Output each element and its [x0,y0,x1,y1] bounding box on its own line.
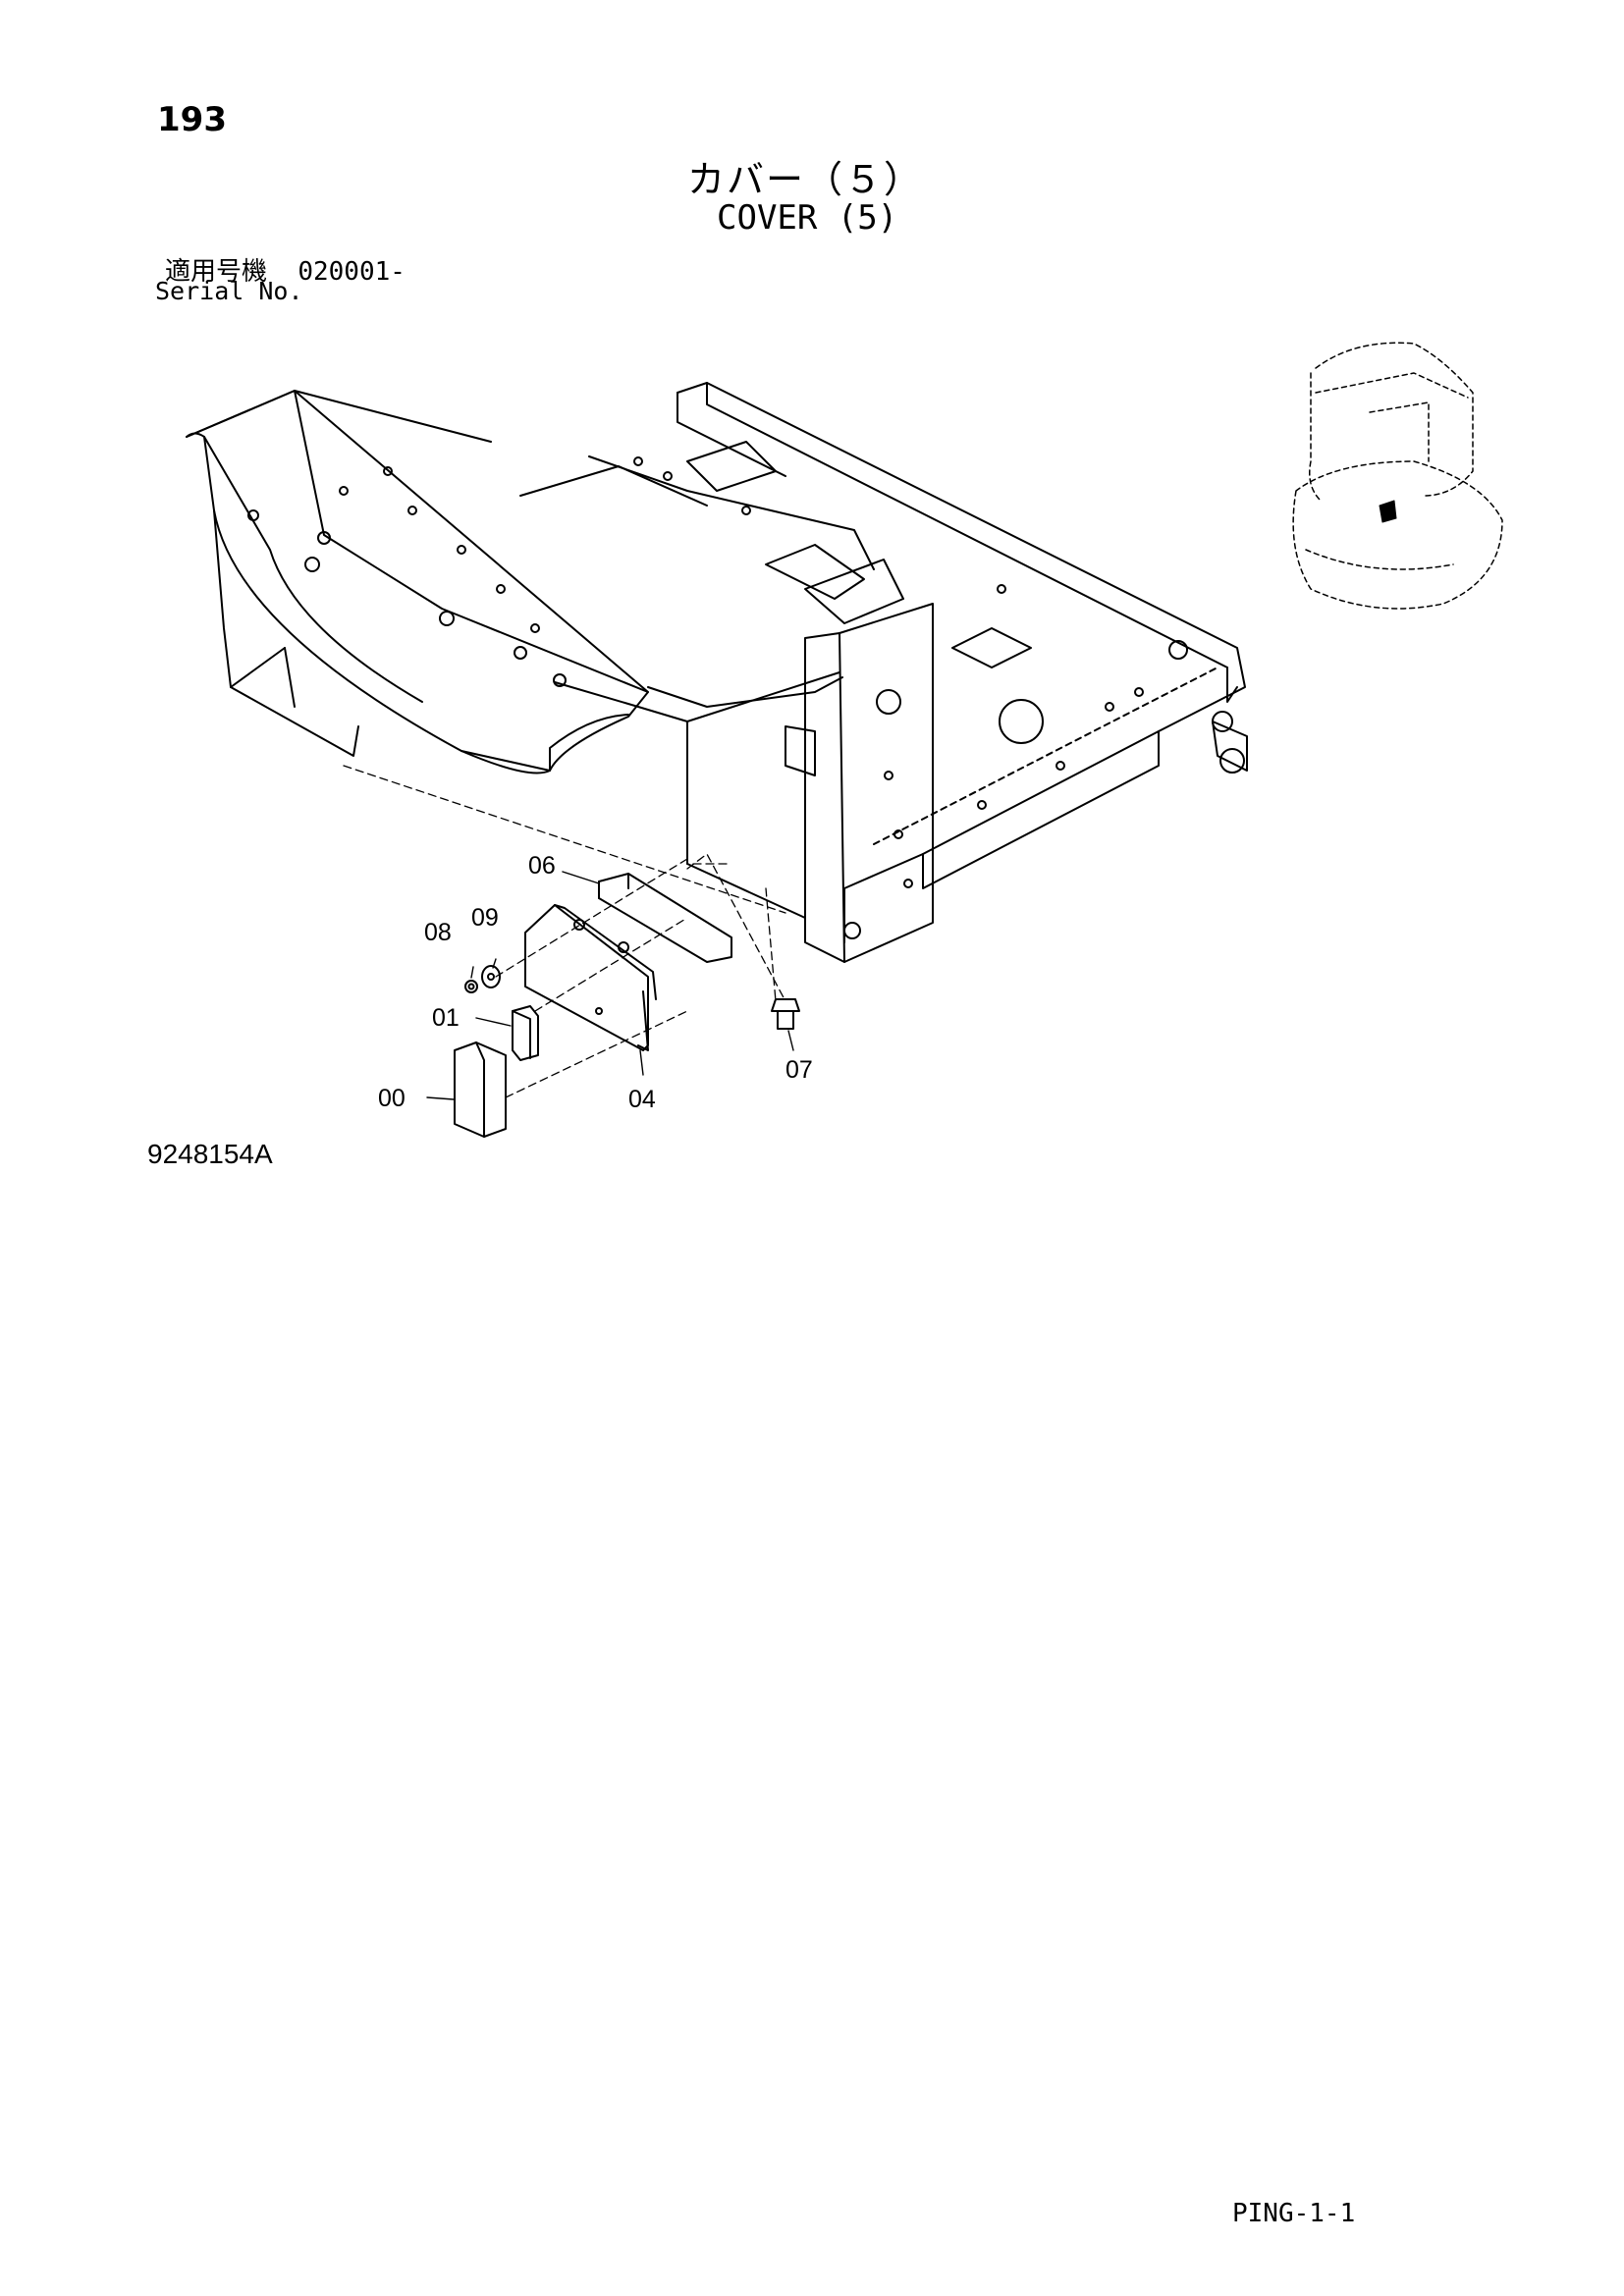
callout-06: 06 [528,852,556,880]
callout-09: 09 [471,904,499,932]
parts-diagram: 06 09 08 01 00 04 07 [186,342,1503,1138]
location-marker [1379,500,1397,523]
exploded-parts-drawing [454,873,800,1138]
drawing-number: 9248154A [147,1139,273,1169]
serial-label-jp: 適用号機 [165,257,268,287]
machine-location-sketch [1292,342,1503,610]
leader-lines [426,871,794,1100]
callout-00: 00 [378,1085,406,1112]
title-japanese: カバー（５） [687,158,924,201]
footer-code: PING-1-1 [1232,2199,1356,2228]
frame-post-drawing [554,603,934,963]
callout-04: 04 [628,1086,656,1113]
serial-label-english: Serial No. [155,277,303,305]
installation-lines [343,765,786,1098]
page-number: 193 [157,100,227,139]
serial-value: 020001- [298,257,406,287]
upper-frame-drawing [519,382,1248,943]
callout-07: 07 [785,1056,813,1084]
title-english: COVER (5) [717,198,898,238]
serial-label-japanese: 適用号機 020001- [165,251,406,288]
callout-08: 08 [424,919,452,946]
callout-01: 01 [432,1004,460,1032]
counterweight-drawing [186,390,649,774]
